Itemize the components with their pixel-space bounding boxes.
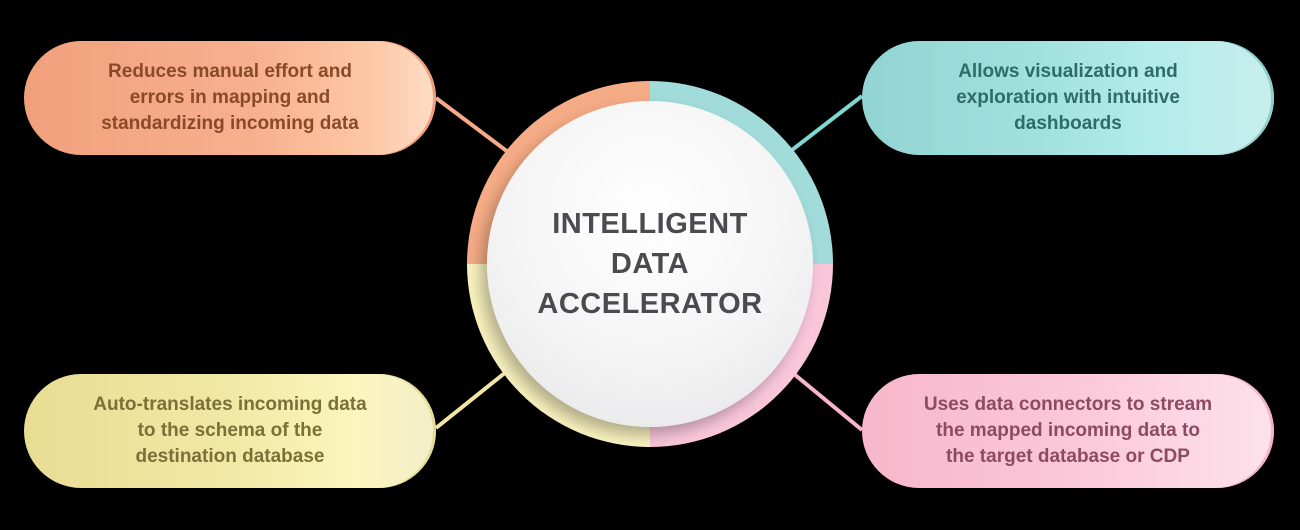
node-text-line: Auto-translates incoming data bbox=[93, 394, 367, 415]
hub-title: INTELLIGENT DATA ACCELERATOR bbox=[520, 204, 780, 324]
node-auto-translates: Auto-translates incoming data to the sch… bbox=[24, 374, 436, 488]
hub-title-line: ACCELERATOR bbox=[537, 288, 763, 320]
node-visualization-dashboards: Allows visualization and exploration wit… bbox=[862, 41, 1274, 155]
node-text-line: Reduces manual effort and bbox=[108, 61, 352, 82]
node-text-line: errors in mapping and bbox=[129, 87, 331, 108]
node-text-line: Uses data connectors to stream bbox=[923, 394, 1213, 415]
node-text-line: the target database or CDP bbox=[946, 446, 1190, 467]
node-text: Uses data connectors to stream the mappe… bbox=[924, 392, 1212, 470]
connector-top-left bbox=[434, 96, 510, 154]
node-text: Auto-translates incoming data to the sch… bbox=[93, 392, 366, 470]
node-text-line: to the schema of the bbox=[137, 420, 323, 441]
node-text-line: standardizing incoming data bbox=[101, 113, 359, 134]
node-data-connectors: Uses data connectors to stream the mappe… bbox=[862, 374, 1274, 488]
hub-title-line: INTELLIGENT bbox=[552, 208, 748, 240]
central-hub: INTELLIGENT DATA ACCELERATOR bbox=[487, 101, 813, 427]
node-text-line: the mapped incoming data to bbox=[936, 420, 1200, 441]
hub-title-line: DATA bbox=[610, 248, 690, 280]
node-text-line: exploration with intuitive bbox=[956, 87, 1180, 108]
node-text-line: dashboards bbox=[1014, 113, 1122, 134]
node-text-line: Allows visualization and bbox=[958, 61, 1178, 82]
connector-bottom-left bbox=[434, 370, 508, 430]
node-text: Allows visualization and exploration wit… bbox=[956, 59, 1180, 137]
connector-bottom-right bbox=[792, 372, 864, 432]
connector-top-right bbox=[790, 94, 864, 152]
node-reduces-manual-effort: Reduces manual effort and errors in mapp… bbox=[24, 41, 436, 155]
node-text: Reduces manual effort and errors in mapp… bbox=[101, 59, 359, 137]
node-text-line: destination database bbox=[135, 446, 325, 467]
